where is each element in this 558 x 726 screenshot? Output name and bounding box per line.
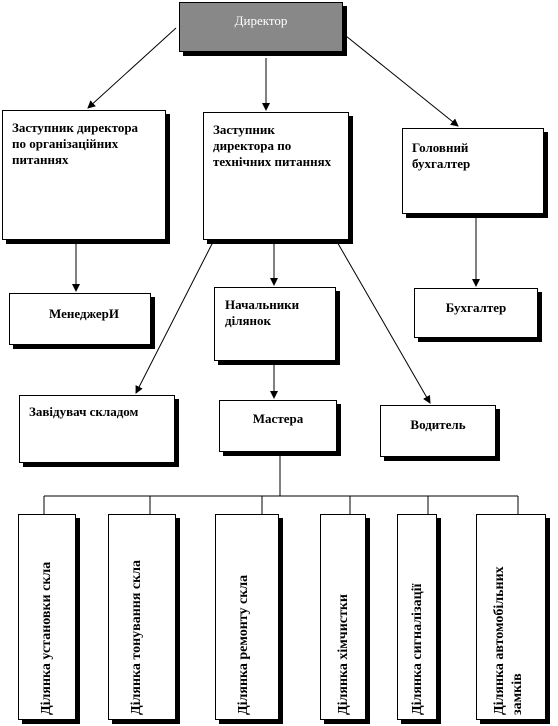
section-label-6: Ділянка автомобільних замків <box>492 566 525 715</box>
section-box-2: Ділянка тонування скла <box>108 514 176 720</box>
masters-label: Мастера <box>252 411 304 426</box>
chief-accountant-label: Головний бухгалтер <box>412 140 471 171</box>
deputy-org-label: Заступник директора по організаційних пи… <box>12 120 139 167</box>
driver-label: Водитель <box>410 417 466 432</box>
managers-label: МенеджерИ <box>49 306 119 321</box>
section-box-5: Ділянка сигналізації <box>397 514 437 720</box>
deputy-org-box: Заступник директора по організаційних пи… <box>2 110 166 240</box>
section-heads-box: Начальники ділянок <box>214 287 336 361</box>
director-box: Директор <box>179 2 343 52</box>
deputy-tech-box: Заступник директора по технічних питання… <box>203 112 349 240</box>
accountant-box: Бухгалтер <box>414 288 538 338</box>
masters-box: Мастера <box>219 400 337 452</box>
arrow-deputy-tech-to-warehouse <box>135 239 215 394</box>
driver-box: Водитель <box>380 405 496 457</box>
section-label-5: Ділянка сигналізації <box>410 583 425 715</box>
arrow-deputy-tech-to-driver <box>335 239 431 404</box>
section-label-4: Ділянка хімчистки <box>336 594 351 715</box>
section-label-2: Ділянка тонування скла <box>129 559 144 715</box>
warehouse-manager-label: Завідувач складом <box>29 404 139 419</box>
warehouse-manager-box: Завідувач складом <box>19 395 175 463</box>
director-label: Директор <box>234 13 288 28</box>
arrow-director-to-deputy-org <box>87 27 177 109</box>
chief-accountant-box: Головний бухгалтер <box>402 128 544 214</box>
section-box-3: Ділянка ремонту скла <box>215 514 279 720</box>
section-box-4: Ділянка хімчистки <box>320 514 366 720</box>
accountant-label: Бухгалтер <box>445 300 507 315</box>
section-label-1: Ділянка установки скла <box>39 561 54 715</box>
managers-box: МенеджерИ <box>9 293 151 345</box>
section-label-3: Ділянка ремонту скла <box>236 574 251 715</box>
section-box-1: Ділянка установки скла <box>18 514 76 720</box>
arrow-director-to-chief-accountant <box>345 35 459 127</box>
section-heads-label: Начальники ділянок <box>225 297 300 328</box>
deputy-tech-label: Заступник директора по технічних питання… <box>213 122 332 169</box>
section-box-6: Ділянка автомобільних замків <box>476 514 546 720</box>
